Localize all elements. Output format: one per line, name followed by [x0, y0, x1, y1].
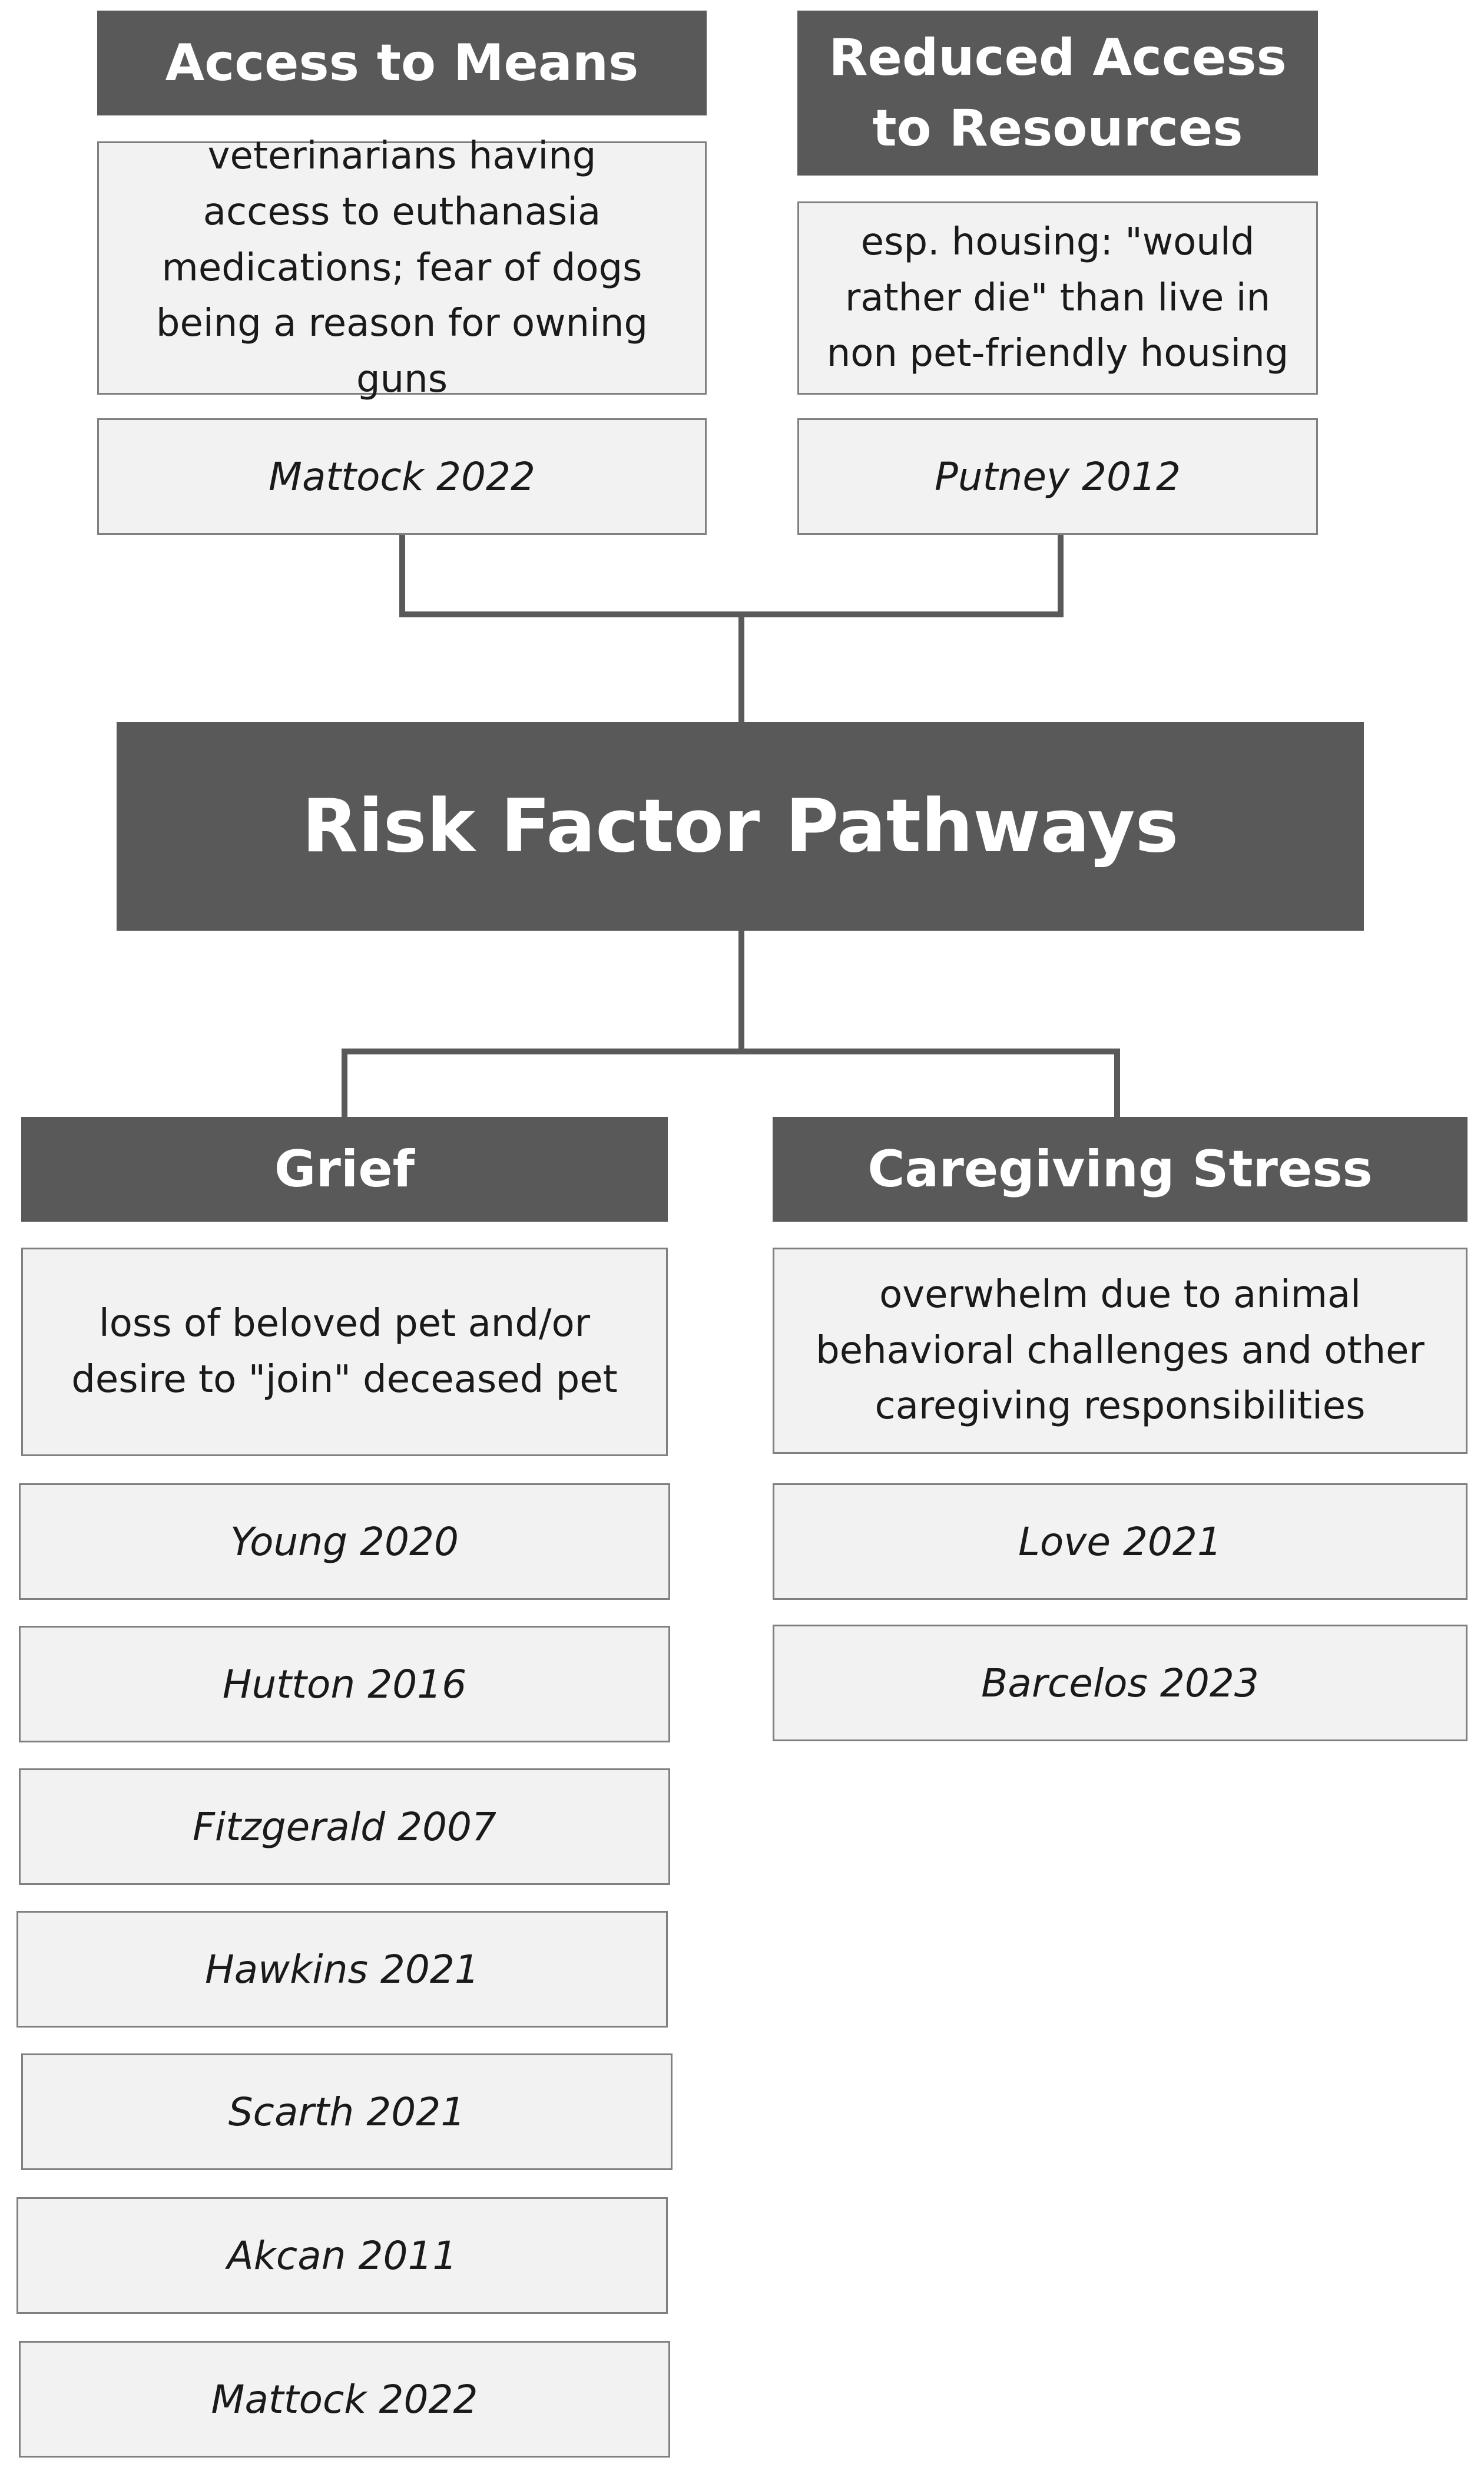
- reference-label: Young 2020: [230, 1519, 459, 1565]
- reference-label: Hutton 2016: [222, 1661, 467, 1707]
- center-title-box: Risk Factor Pathways: [117, 722, 1364, 931]
- branch-description-box: overwhelm due to animal behavioral chall…: [773, 1248, 1468, 1454]
- connector-line: [738, 930, 744, 1054]
- branch-title: Grief: [274, 1139, 415, 1199]
- connector-line: [342, 1049, 347, 1118]
- reference-label: Love 2021: [1018, 1519, 1222, 1565]
- branch-title: Reduced Access to Resources: [829, 28, 1287, 158]
- connector-line: [342, 1049, 1120, 1054]
- reference-box: Hutton 2016: [19, 1626, 670, 1742]
- reference-label: Mattock 2022: [269, 454, 535, 500]
- branch-header-grief: Grief: [21, 1117, 668, 1222]
- reference-box: Young 2020: [19, 1483, 670, 1600]
- reference-box: Scarth 2021: [21, 2053, 673, 2170]
- reference-label: Akcan 2011: [227, 2233, 458, 2278]
- branch-description: esp. housing: "would rather die" than li…: [826, 220, 1289, 376]
- reference-box: Barcelos 2023: [773, 1625, 1468, 1741]
- branch-description-box: veterinarians having access to euthanasi…: [97, 134, 707, 401]
- branch-description: veterinarians having access to euthanasi…: [155, 134, 648, 402]
- reference-label: Barcelos 2023: [981, 1660, 1259, 1706]
- branch-title: Caregiving Stress: [867, 1139, 1373, 1199]
- reference-label: Hawkins 2021: [205, 1946, 479, 1992]
- reference-label: Fitzgerald 2007: [192, 1804, 497, 1850]
- connector-line: [399, 535, 405, 617]
- branch-header-reduced-access: Reduced Access to Resources: [797, 11, 1318, 176]
- reference-label: Putney 2012: [935, 454, 1181, 500]
- branch-description-box: loss of beloved pet and/or desire to "jo…: [21, 1248, 668, 1456]
- branch-title: Access to Means: [165, 33, 639, 92]
- branch-description-box: esp. housing: "would rather die" than li…: [797, 201, 1318, 395]
- branch-header-access-to-means: Access to Means: [97, 11, 707, 115]
- reference-box: Putney 2012: [797, 418, 1318, 535]
- branch-description: loss of beloved pet and/or desire to "jo…: [71, 1302, 618, 1401]
- connector-line: [738, 611, 744, 723]
- reference-label: Scarth 2021: [228, 2089, 466, 2135]
- connector-line: [399, 611, 1064, 617]
- connector-line: [1058, 535, 1064, 617]
- connector-line: [1114, 1049, 1120, 1118]
- reference-box: Akcan 2011: [16, 2197, 668, 2314]
- branch-header-caregiving-stress: Caregiving Stress: [773, 1117, 1468, 1222]
- reference-box: Mattock 2022: [97, 418, 707, 535]
- branch-description: overwhelm due to animal behavioral chall…: [816, 1272, 1425, 1428]
- reference-label: Mattock 2022: [211, 2376, 478, 2422]
- center-title: Risk Factor Pathways: [302, 784, 1179, 869]
- reference-box: Mattock 2022: [19, 2341, 670, 2458]
- reference-box: Hawkins 2021: [16, 1911, 668, 2028]
- reference-box: Fitzgerald 2007: [19, 1768, 670, 1885]
- reference-box: Love 2021: [773, 1483, 1468, 1600]
